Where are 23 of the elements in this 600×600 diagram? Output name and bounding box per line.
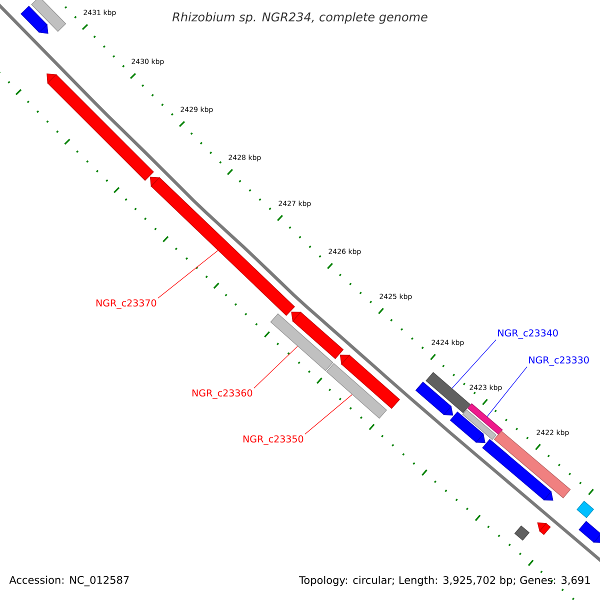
gene-bar xyxy=(340,354,400,409)
gene-label: NGR_c23350 xyxy=(243,435,304,445)
footer-text: Accession: NC_012587 xyxy=(9,576,129,586)
gene-bar xyxy=(31,0,66,32)
title: Rhizobium sp. NGR234, complete genome xyxy=(172,12,428,24)
gene-bar xyxy=(20,6,48,34)
gene-bar xyxy=(494,430,571,498)
leader-line xyxy=(158,250,218,298)
gene-bar xyxy=(482,439,554,501)
gene-label: NGR_c23370 xyxy=(96,299,156,309)
gene-bar xyxy=(578,520,600,543)
gene-bar xyxy=(415,382,454,416)
gene-label: NGR_c23340 xyxy=(498,329,558,339)
gene-label: NGR_c23330 xyxy=(529,356,589,366)
leader-line xyxy=(254,346,298,388)
footer-text: Topology: circular; Length: 3,925,702 bp; Genes: 3,691 xyxy=(299,576,590,586)
gene-bar xyxy=(467,403,503,435)
leader-line xyxy=(304,394,352,434)
leader-line xyxy=(452,340,496,389)
gene-label: NGR_c23360 xyxy=(192,389,252,399)
gene-bar xyxy=(426,372,471,414)
leader-line xyxy=(486,366,528,417)
gene-bar xyxy=(46,74,154,181)
